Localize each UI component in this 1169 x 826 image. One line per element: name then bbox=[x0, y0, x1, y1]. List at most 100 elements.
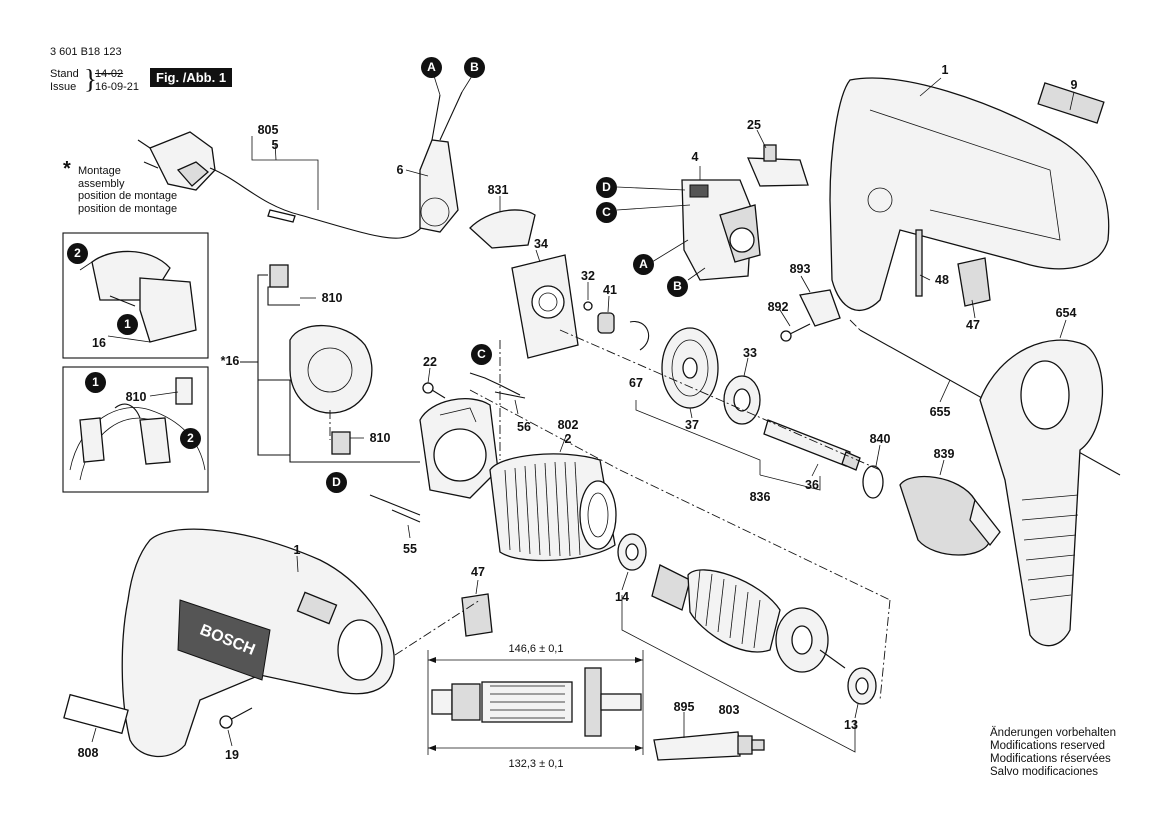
callout-pin: 48 bbox=[935, 273, 949, 287]
detail-box-upper bbox=[62, 232, 209, 359]
callout-cover: 831 bbox=[487, 183, 509, 197]
switch-cover-drawing bbox=[746, 144, 809, 187]
stator-drawing bbox=[489, 453, 617, 562]
footer-line: Änderungen vorbehalten bbox=[990, 727, 1116, 739]
callout-grease: 895 bbox=[673, 700, 695, 714]
callout-housing-upper: 1 bbox=[941, 63, 949, 77]
footer-line: Salvo modificaciones bbox=[990, 766, 1099, 778]
assembly-note: Montage assembly position de montage pos… bbox=[78, 165, 177, 215]
callout-depth-gauge: 655 bbox=[929, 405, 951, 419]
callout-switch-cover: 25 bbox=[747, 118, 761, 132]
leader-lines bbox=[79, 77, 1075, 753]
connector-a: A bbox=[421, 57, 442, 78]
callout-brush-detail: 810 bbox=[125, 390, 147, 404]
spindle-drawing bbox=[763, 419, 861, 471]
small-parts-drawing bbox=[583, 301, 650, 351]
step-badge: 2 bbox=[180, 428, 201, 449]
callout-gear: 37 bbox=[685, 418, 699, 432]
callout-wire-56: 56 bbox=[517, 420, 531, 434]
footer-line: Modifications réservées bbox=[990, 753, 1111, 765]
callout-washer: 840 bbox=[869, 432, 891, 446]
callout-screw-19: 19 bbox=[225, 748, 239, 762]
connector-b: B bbox=[464, 57, 485, 78]
callout-brush-upper: 810 bbox=[321, 291, 343, 305]
footer-notes: Änderungen vorbehalten Modifications res… bbox=[990, 727, 1116, 779]
callout-cord-5: 5 bbox=[271, 138, 279, 152]
callout-grommet: 6 bbox=[396, 163, 404, 177]
connector-d: D bbox=[326, 472, 347, 493]
callout-screw-892: 892 bbox=[767, 300, 789, 314]
drill-housing-drawing: BOSCH bbox=[121, 528, 395, 758]
assembly-note-line: position de montage bbox=[78, 202, 178, 215]
callout-cord-805: 805 bbox=[257, 123, 279, 137]
stand-date: 14-02 bbox=[95, 68, 124, 80]
aux-handle-drawing bbox=[859, 329, 1121, 647]
lower-small-parts-drawing bbox=[63, 593, 493, 735]
assembly-note-line: position de montage bbox=[78, 190, 178, 202]
housing-half-upper-drawing bbox=[829, 77, 1110, 311]
callout-housing-lower: 1 bbox=[293, 543, 301, 557]
callout-brush-holder: 802 bbox=[557, 418, 579, 432]
small-housing-parts-drawing bbox=[780, 229, 991, 342]
callout-ball: 32 bbox=[581, 269, 595, 283]
brush-holder-drawing bbox=[419, 398, 499, 499]
callout-spindle: 36 bbox=[805, 478, 819, 492]
callout-chuck: 839 bbox=[933, 447, 955, 461]
connector-b: B bbox=[667, 276, 688, 297]
callout-aux-handle: 654 bbox=[1055, 306, 1077, 320]
callout-armature: 803 bbox=[718, 703, 740, 717]
connector-d: D bbox=[596, 177, 617, 198]
brace-symbol: } bbox=[84, 64, 97, 94]
callout-label-808: 808 bbox=[77, 746, 99, 760]
callout-bearing-14: 14 bbox=[615, 590, 629, 604]
assembly-axes bbox=[329, 319, 891, 701]
connector-c: C bbox=[471, 344, 492, 365]
step-badge: 2 bbox=[67, 243, 88, 264]
callout-spring: 41 bbox=[603, 283, 617, 297]
callout-plate: 34 bbox=[534, 237, 548, 251]
brush-bracket-lines bbox=[240, 264, 420, 463]
issue-date: 16-09-21 bbox=[95, 81, 140, 93]
callout-bearing-13: 13 bbox=[844, 718, 858, 732]
step-badge: 1 bbox=[117, 314, 138, 335]
gear-bearing-drawing bbox=[661, 327, 761, 425]
assembly-symbol: * bbox=[63, 158, 71, 180]
callout-wire-55: 55 bbox=[403, 542, 417, 556]
step-badge: 1 bbox=[85, 372, 106, 393]
chuck-drawing bbox=[862, 465, 1001, 556]
callout-screw-22: 22 bbox=[423, 355, 437, 369]
connector-a: A bbox=[633, 254, 654, 275]
armature-drawing bbox=[617, 533, 877, 705]
grease-tube-drawing bbox=[653, 731, 765, 761]
dimension-core-length: 132,3 ± 0,1 bbox=[506, 758, 566, 770]
switch-drawing bbox=[681, 179, 761, 281]
wire-connectors bbox=[369, 372, 526, 523]
power-cord-drawing bbox=[137, 75, 473, 239]
screw-22-drawing bbox=[422, 382, 446, 399]
issue-label: Issue bbox=[50, 81, 77, 93]
footer-line: Modifications reserved bbox=[990, 740, 1106, 752]
stand-label: Stand bbox=[50, 68, 79, 80]
figure-badge: Fig. /Abb. 1 bbox=[150, 68, 233, 87]
assembly-note-line: Montage bbox=[78, 165, 121, 177]
part-number: 3 601 B18 123 bbox=[50, 46, 122, 58]
callout-stator: 2 bbox=[564, 432, 572, 446]
callout-bearing-33: 33 bbox=[743, 346, 757, 360]
callout-switch: 4 bbox=[691, 150, 699, 164]
callout-spindle-set: 836 bbox=[749, 490, 771, 504]
callout-lever: 893 bbox=[789, 262, 811, 276]
callout-brush-lower: 810 bbox=[369, 431, 391, 445]
dimension-overall-length: 146,6 ± 0,1 bbox=[506, 643, 566, 655]
callout-brush-plate: *16 bbox=[220, 354, 240, 368]
callout-retaining-ring: 67 bbox=[629, 376, 643, 390]
cover-plate-drawing bbox=[469, 209, 579, 359]
callout-brush-plate-detail: 16 bbox=[92, 336, 106, 350]
connector-c: C bbox=[596, 202, 617, 223]
callout-label-9: 9 bbox=[1070, 78, 1078, 92]
assembly-note-line: assembly bbox=[78, 177, 125, 190]
detail-box-lower bbox=[62, 366, 209, 493]
callout-part-47-upper: 47 bbox=[966, 318, 980, 332]
armature-dimension-drawing bbox=[427, 650, 644, 755]
callout-part-47-lower: 47 bbox=[471, 565, 485, 579]
